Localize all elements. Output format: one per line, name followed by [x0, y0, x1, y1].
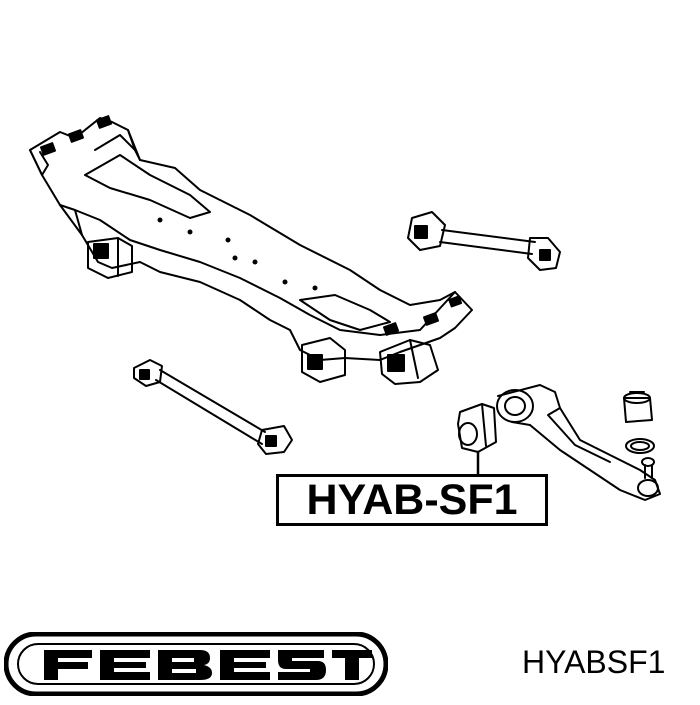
highlighted-bushing — [457, 403, 497, 476]
callout-label-box: HYAB-SF1 — [276, 474, 548, 526]
callout-label: HYAB-SF1 — [306, 475, 518, 524]
lower-lateral-link — [133, 359, 293, 455]
lower-control-arm — [496, 384, 661, 501]
ball-joint-boot — [623, 391, 655, 454]
upper-lateral-link — [407, 211, 561, 271]
rear-subframe — [29, 115, 473, 385]
febest-logo — [4, 632, 388, 696]
part-number: HYABSF1 — [522, 644, 666, 680]
